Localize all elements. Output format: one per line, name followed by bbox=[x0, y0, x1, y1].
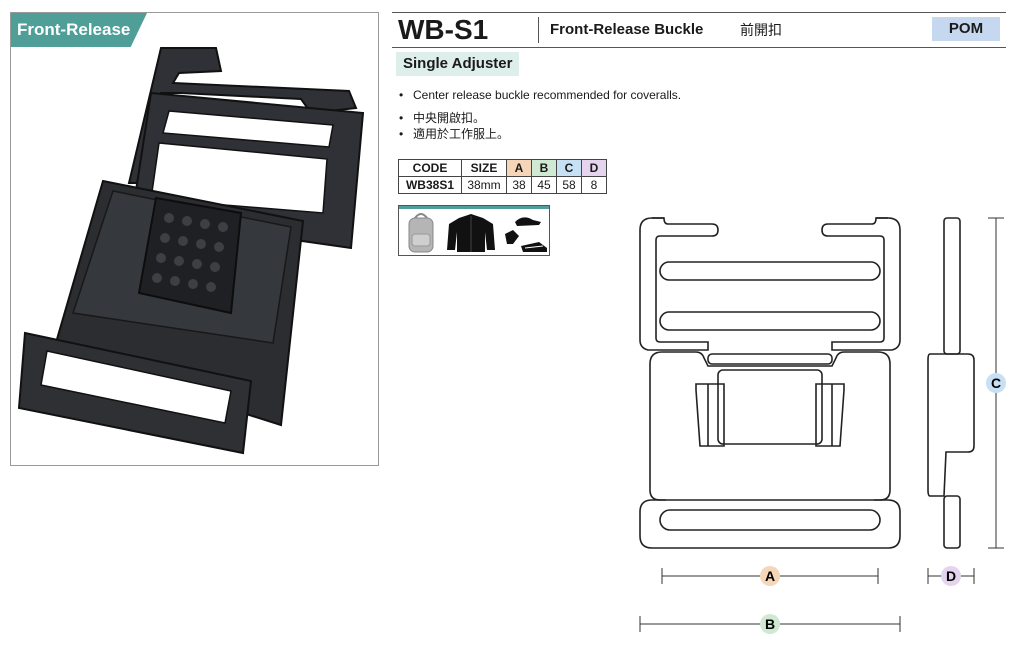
model-number: WB-S1 bbox=[398, 14, 489, 45]
col-c-header: C bbox=[556, 159, 582, 177]
feature-item: 適用於工作服上。 bbox=[398, 126, 681, 142]
col-d-header: D bbox=[581, 159, 607, 177]
cell-code: WB38S1 bbox=[398, 176, 462, 194]
cell-a: 38 bbox=[506, 176, 532, 194]
spec-header-row: CODE SIZE A B C D bbox=[398, 159, 607, 177]
svg-text:C: C bbox=[991, 375, 1001, 391]
product-title-chinese: 前開扣 bbox=[740, 22, 782, 38]
col-code-header: CODE bbox=[398, 159, 462, 177]
applications-icons bbox=[408, 213, 547, 253]
header-divider bbox=[538, 17, 539, 43]
feature-item: Center release buckle recommended for co… bbox=[398, 87, 681, 103]
material-badge: POM bbox=[932, 17, 1000, 41]
col-b-header: B bbox=[531, 159, 557, 177]
backpack-icon bbox=[408, 213, 434, 253]
col-a-header: A bbox=[506, 159, 532, 177]
product-header: WB-S1 Front-Release Buckle 前開扣 POM bbox=[392, 12, 1006, 48]
col-size-header: SIZE bbox=[461, 159, 507, 177]
svg-text:A: A bbox=[765, 568, 775, 584]
product-subtitle: Single Adjuster bbox=[396, 52, 520, 76]
gloves-cap-shoes-icon bbox=[505, 217, 547, 252]
cell-b: 45 bbox=[531, 176, 557, 194]
feature-list: Center release buckle recommended for co… bbox=[398, 87, 681, 142]
cell-c: 58 bbox=[556, 176, 582, 194]
svg-text:D: D bbox=[946, 568, 956, 584]
table-row: WB38S1 38mm 38 45 58 8 bbox=[398, 176, 607, 194]
product-title: Front-Release Buckle bbox=[550, 21, 704, 38]
cell-d: 8 bbox=[581, 176, 607, 194]
dimension-label-b: B bbox=[760, 614, 780, 634]
category-tag: Front-Release bbox=[11, 13, 147, 47]
product-photo: Front-Release bbox=[10, 12, 379, 466]
dimension-label-d: D bbox=[941, 566, 961, 586]
technical-drawing: A B C D bbox=[639, 217, 1006, 634]
svg-text:B: B bbox=[765, 616, 775, 632]
dimension-label-a: A bbox=[760, 566, 780, 586]
side-view-outline bbox=[927, 217, 975, 549]
front-view-outline bbox=[639, 217, 901, 549]
jacket-icon bbox=[447, 214, 495, 252]
feature-item: 中央開啟扣。 bbox=[398, 110, 681, 126]
dimension-label-c: C bbox=[986, 373, 1006, 393]
applications-box bbox=[398, 205, 550, 256]
cell-size: 38mm bbox=[461, 176, 507, 194]
spec-table: CODE SIZE A B C D WB38S1 38mm 38 45 58 8 bbox=[398, 159, 607, 194]
buckle-photo-image bbox=[17, 47, 365, 455]
